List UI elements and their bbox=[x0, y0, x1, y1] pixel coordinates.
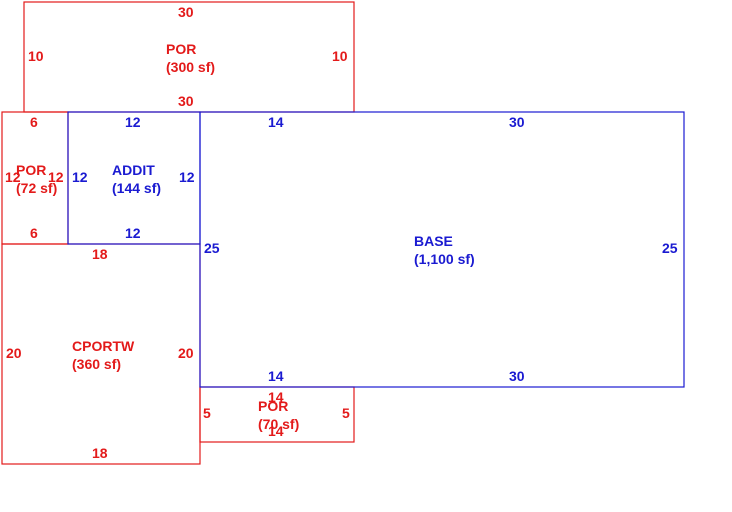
cportw-outline bbox=[1, 243, 201, 465]
addit-dim-top: 12 bbox=[125, 114, 141, 130]
cportw-dim-top: 18 bbox=[92, 246, 108, 262]
por-left-dim-top: 6 bbox=[30, 114, 38, 130]
base-dim-bottom-right: 30 bbox=[509, 368, 525, 384]
por-left-dim-right: 12 bbox=[48, 169, 64, 185]
cportw-size: (360 sf) bbox=[72, 356, 122, 372]
base-dim-left: 25 bbox=[204, 240, 220, 256]
por-top-dim-bottom: 30 bbox=[178, 93, 194, 109]
addit-name: ADDIT bbox=[112, 162, 155, 178]
addit-dim-right: 12 bbox=[179, 169, 195, 185]
base-dim-top-left: 14 bbox=[268, 114, 284, 130]
base-dim-bottom-left: 14 bbox=[268, 368, 284, 384]
por-bottom-dim-bottom: 14 bbox=[268, 423, 284, 439]
cportw-dim-right: 20 bbox=[178, 345, 194, 361]
base-dim-top-right: 30 bbox=[509, 114, 525, 130]
por-top-size: (300 sf) bbox=[166, 59, 216, 75]
por-bottom-size: (70 sf) bbox=[258, 416, 300, 432]
por-bottom-name: POR bbox=[258, 398, 289, 414]
por-bottom-dim-left: 5 bbox=[203, 405, 211, 421]
por-top-dim-right: 10 bbox=[332, 48, 348, 64]
por-top-name: POR bbox=[166, 41, 197, 57]
por-left-dim-left: 12 bbox=[5, 169, 21, 185]
por-bottom-dim-right: 5 bbox=[342, 405, 350, 421]
por-top-dim-top: 30 bbox=[178, 4, 194, 20]
addit-size: (144 sf) bbox=[112, 180, 162, 196]
base-outline bbox=[199, 111, 685, 388]
cportw-dim-left: 20 bbox=[6, 345, 22, 361]
addit-dim-left: 12 bbox=[72, 169, 88, 185]
base-dim-right: 25 bbox=[662, 240, 678, 256]
por-left-name: POR bbox=[16, 162, 47, 178]
por-bottom-dim-top: 14 bbox=[268, 389, 284, 405]
addit-dim-bottom: 12 bbox=[125, 225, 141, 241]
base-size: (1,100 sf) bbox=[414, 251, 475, 267]
por-left-dim-bottom: 6 bbox=[30, 225, 38, 241]
por-left-size: (72 sf) bbox=[16, 180, 58, 196]
base-name: BASE bbox=[414, 233, 453, 249]
por-top-dim-left: 10 bbox=[28, 48, 44, 64]
cportw-dim-bottom: 18 bbox=[92, 445, 108, 461]
cportw-name: CPORTW bbox=[72, 338, 135, 354]
